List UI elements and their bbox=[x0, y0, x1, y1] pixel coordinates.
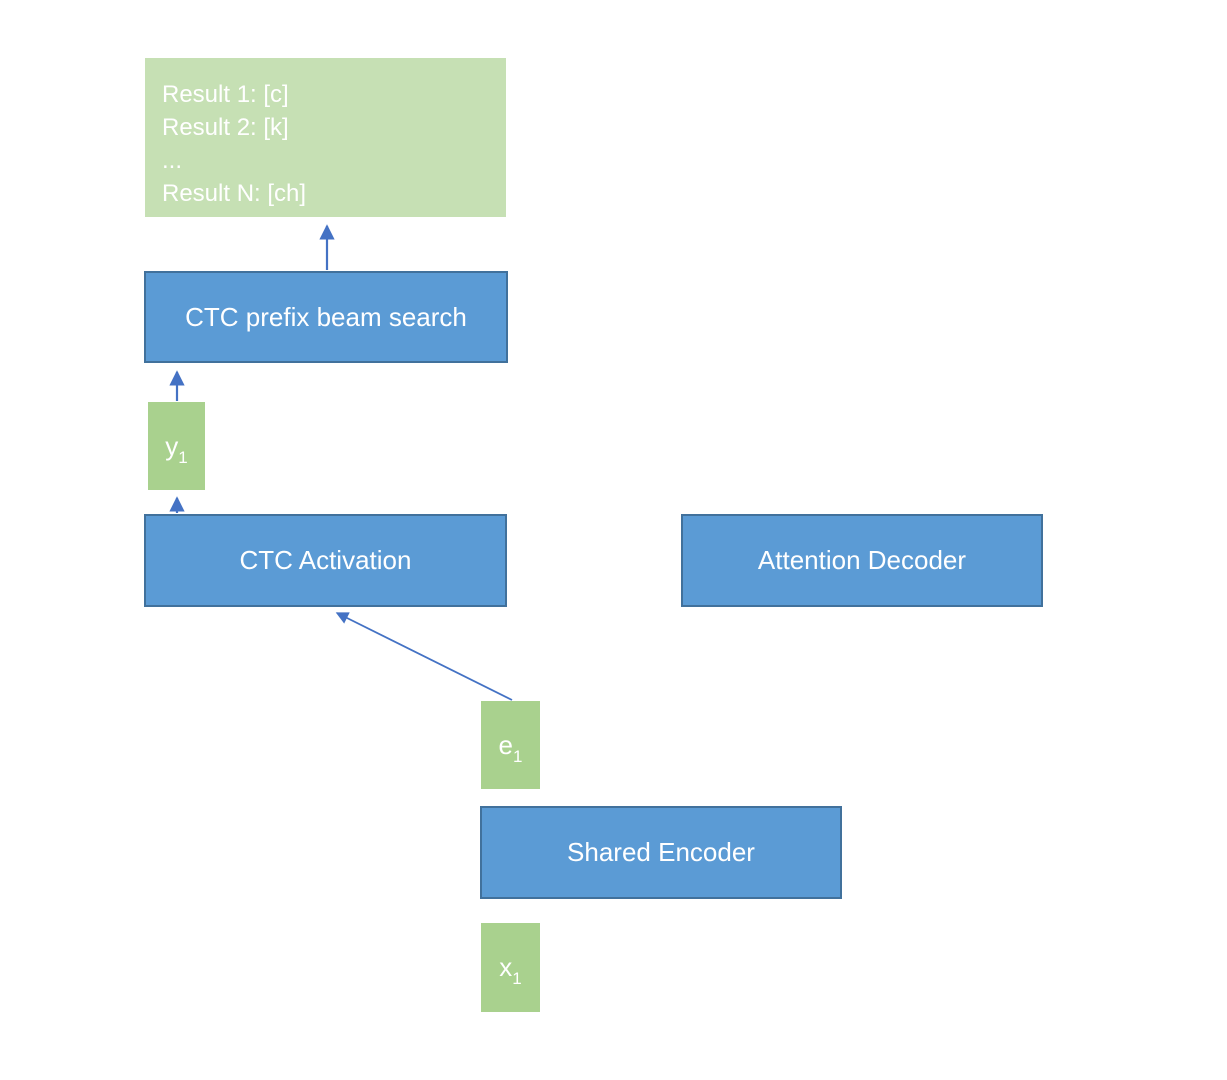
results-box: Result 1: [c] Result 2: [k] ... Result N… bbox=[145, 58, 506, 217]
node-e1-label: e1 bbox=[498, 729, 523, 766]
node-shared-encoder-label: Shared Encoder bbox=[567, 837, 755, 867]
result-line-n: Result N: [ch] bbox=[162, 180, 307, 207]
node-x1-label: x1 bbox=[499, 952, 522, 989]
arrow-e1-to-ctc-activation-icon bbox=[335, 612, 513, 701]
node-shared-encoder: Shared Encoder bbox=[480, 806, 842, 899]
node-y1: y1 bbox=[148, 402, 205, 490]
node-ctc-prefix-beam-search: CTC prefix beam search bbox=[144, 271, 508, 363]
result-line-ellipsis: ... bbox=[162, 147, 183, 174]
node-y1-label: y1 bbox=[165, 430, 188, 467]
node-ctc-prefix-beam-search-label: CTC prefix beam search bbox=[185, 301, 467, 332]
result-line-2: Result 2: [k] bbox=[162, 114, 289, 141]
node-x1: x1 bbox=[481, 923, 540, 1012]
node-e1: e1 bbox=[481, 701, 540, 789]
node-ctc-activation: CTC Activation bbox=[144, 514, 507, 607]
node-attention-decoder-label: Attention Decoder bbox=[757, 545, 967, 575]
node-attention-decoder: Attention Decoder bbox=[681, 514, 1043, 607]
node-ctc-activation-label: CTC Activation bbox=[239, 545, 412, 575]
result-line-1: Result 1: [c] bbox=[162, 81, 289, 108]
